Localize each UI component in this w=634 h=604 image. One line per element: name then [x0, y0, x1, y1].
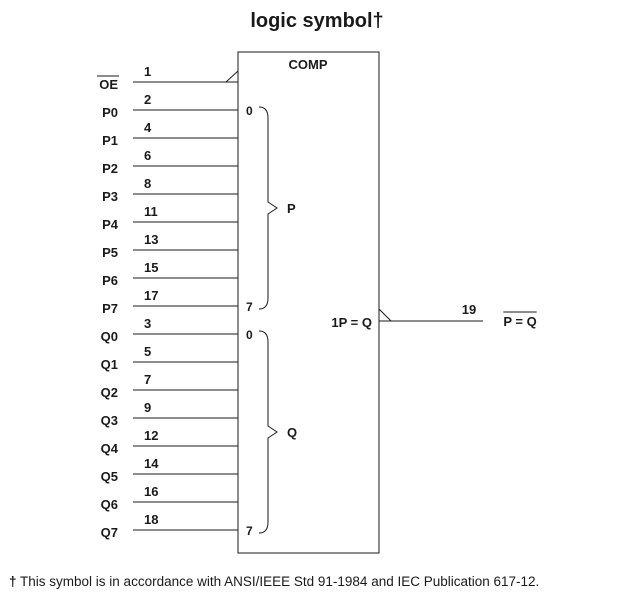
group-first-index: 0	[246, 104, 253, 118]
output-signal-label: P = Q	[503, 314, 536, 329]
input-signal-label: Q0	[101, 329, 118, 344]
group-last-index: 7	[246, 300, 253, 314]
input-polarity-indicator	[225, 70, 239, 83]
input-pin-number: 15	[144, 260, 158, 275]
input-signal-label: P6	[102, 273, 118, 288]
group-label: P	[287, 201, 296, 216]
group-last-index: 7	[246, 524, 253, 538]
input-signal-label: Q7	[101, 525, 118, 540]
input-signal-label: P1	[102, 133, 118, 148]
comp-block	[237, 51, 380, 554]
input-signal-label: Q4	[101, 441, 119, 456]
input-pin-number: 17	[144, 288, 158, 303]
input-pin-number: 1	[144, 64, 151, 79]
group-label: Q	[287, 425, 297, 440]
input-signal-label: Q5	[101, 469, 118, 484]
output-pin-number: 19	[462, 302, 476, 317]
output-polarity-indicator	[378, 308, 393, 322]
input-signal-label: P7	[102, 301, 118, 316]
input-signal-label: P5	[102, 245, 118, 260]
input-signal-label: P4	[102, 217, 119, 232]
input-pin-number: 4	[144, 120, 152, 135]
input-pin-number: 5	[144, 344, 151, 359]
input-pin-number: 18	[144, 512, 158, 527]
input-pin-number: 7	[144, 372, 151, 387]
page-title: logic symbol†	[250, 10, 384, 32]
input-signal-label: P0	[102, 105, 118, 120]
output-function: 1P = Q	[331, 315, 372, 330]
input-pin-number: 12	[144, 428, 158, 443]
input-pin-number: 16	[144, 484, 158, 499]
input-pin-number: 3	[144, 316, 151, 331]
input-signal-label: Q2	[101, 385, 118, 400]
input-signal-label: OE	[99, 77, 118, 92]
group-brace	[258, 330, 278, 534]
input-signal-label: Q6	[101, 497, 118, 512]
input-pin-number: 9	[144, 400, 151, 415]
block-name: COMP	[289, 57, 328, 72]
footnote: † This symbol is in accordance with ANSI…	[9, 574, 539, 589]
input-pin-number: 2	[144, 92, 151, 107]
footnote-text: This symbol is in accordance with ANSI/I…	[20, 574, 540, 589]
input-pin-number: 6	[144, 148, 151, 163]
group-first-index: 0	[246, 328, 253, 342]
input-signal-label: Q1	[101, 357, 118, 372]
input-pin-number: 14	[144, 456, 159, 471]
input-pin-number: 11	[144, 204, 158, 219]
logic-symbol-diagram: OE1P02P14P26P38P411P513P615P717Q03Q15Q27…	[97, 51, 537, 554]
group-brace	[258, 106, 278, 310]
input-signal-label: P3	[102, 189, 118, 204]
input-pin-number: 13	[144, 232, 158, 247]
footnote-dagger: †	[9, 574, 17, 589]
input-signal-label: P2	[102, 161, 118, 176]
input-signal-label: Q3	[101, 413, 118, 428]
input-pin-number: 8	[144, 176, 151, 191]
